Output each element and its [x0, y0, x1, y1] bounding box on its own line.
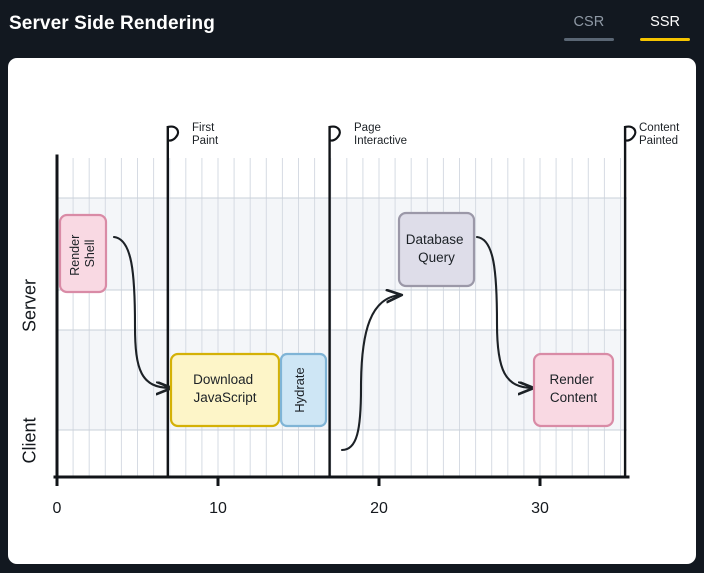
- lane-separators: [57, 197, 627, 431]
- milestone-label-first-paint: First Paint: [192, 122, 219, 147]
- tab-csr[interactable]: CSR: [563, 12, 615, 41]
- chart-card: Render Shell Download JavaScript Hydrate: [8, 58, 696, 564]
- milestone-markers: [166, 125, 637, 476]
- chart-svg: Render Shell Download JavaScript Hydrate: [53, 125, 637, 486]
- x-tick-label-10: 10: [209, 500, 227, 517]
- axes: [53, 154, 630, 480]
- arrow-database-to-render-content: [475, 235, 533, 388]
- task-download-javascript[interactable]: Download JavaScript: [169, 352, 281, 428]
- arrow-render-shell-to-download: [112, 235, 171, 388]
- milestone-label-content-painted: Content Painted: [639, 122, 680, 147]
- x-tick-label-20: 20: [370, 500, 388, 517]
- task-render-content-label: Render Content: [549, 372, 597, 405]
- tab-ssr-underline: [640, 38, 690, 41]
- page-title: Server Side Rendering: [9, 13, 215, 34]
- task-database-query-label: Database Query: [406, 232, 468, 265]
- tab-ssr-label: SSR: [650, 14, 680, 30]
- task-render-shell-label: Render Shell: [68, 231, 97, 275]
- milestone-page-interactive: [328, 125, 341, 476]
- milestone-label-page-interactive: Page Interactive: [354, 122, 408, 147]
- dependency-arrows: [112, 235, 533, 452]
- arrow-hydrate-to-database: [340, 295, 401, 452]
- x-tick-label-0: 0: [52, 500, 62, 517]
- tab-csr-label: CSR: [573, 14, 605, 30]
- timeline-chart: Render Shell Download JavaScript Hydrate: [8, 58, 696, 564]
- tab-csr-underline: [563, 38, 615, 41]
- task-render-content[interactable]: Render Content: [532, 352, 615, 428]
- y-axis-label-server: Server: [19, 279, 40, 333]
- y-axis-label-client: Client: [19, 417, 40, 464]
- x-axis-ticks: [55, 477, 542, 486]
- task-database-query[interactable]: Database Query: [397, 211, 476, 288]
- tab-ssr[interactable]: SSR: [640, 12, 690, 41]
- task-render-shell[interactable]: Render Shell: [58, 213, 108, 294]
- x-tick-label-30: 30: [531, 500, 549, 517]
- top-bar: Server Side Rendering CSR SSR: [0, 0, 704, 58]
- lane-bands: [57, 158, 627, 478]
- milestone-first-paint: [166, 125, 180, 476]
- milestone-content-painted: [623, 125, 637, 476]
- task-download-javascript-label: Download JavaScript: [193, 372, 257, 405]
- mode-tabs: CSR SSR: [563, 12, 690, 41]
- task-hydrate-label: Hydrate: [292, 367, 307, 413]
- task-hydrate[interactable]: Hydrate: [279, 352, 328, 428]
